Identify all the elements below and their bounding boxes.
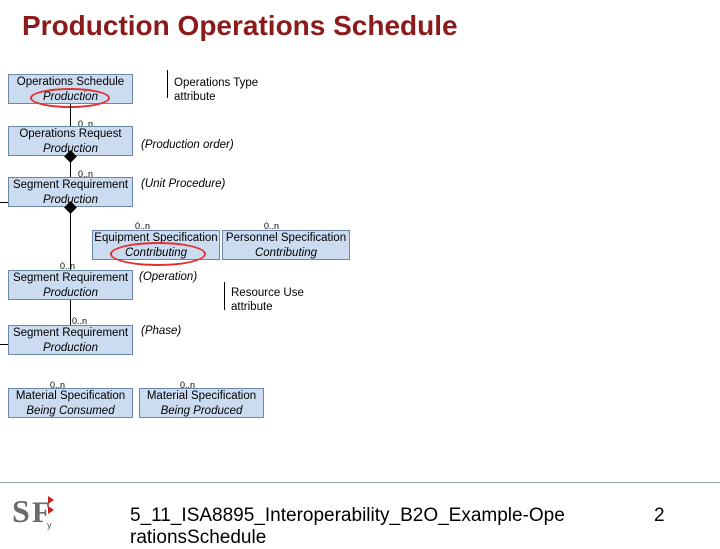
box-type-label: Segment Requirement: [12, 327, 129, 339]
recursion-line: [0, 202, 8, 203]
box-type-label: Operations Schedule: [16, 76, 125, 88]
attribute-bar: [224, 282, 225, 310]
svg-text:F: F: [32, 496, 50, 529]
material-produced-box: Material Specification Being Produced: [139, 388, 264, 418]
box-role-label: Being Produced: [160, 405, 243, 417]
box-type-label: Operations Request: [19, 128, 122, 140]
box-type-label: Personnel Specification: [225, 232, 347, 244]
multiplicity-label: 0..n: [78, 119, 94, 129]
box-type-label: Segment Requirement: [12, 179, 129, 191]
phase-note: (Phase): [141, 325, 182, 337]
multiplicity-label: 0..n: [180, 380, 196, 390]
segment-requirement-box: Segment Requirement Production: [8, 325, 133, 355]
page-number: 2: [654, 505, 665, 526]
recursion-line: [0, 344, 8, 345]
production-order-note: (Production order): [141, 139, 234, 151]
multiplicity-label: 0..n: [78, 169, 94, 179]
footer-title: 5_11_ISA8895_Interoperability_B2O_Exampl…: [130, 505, 565, 548]
multiplicity-label: 0..n: [135, 221, 151, 231]
connector-line: [70, 104, 71, 128]
connector-line: [70, 212, 71, 270]
box-type-label: Equipment Specification: [94, 232, 218, 244]
segment-requirement-box: Segment Requirement Production: [8, 270, 133, 300]
personnel-specification-box: Personnel Specification Contributing: [222, 230, 350, 260]
multiplicity-label: 0..n: [72, 316, 88, 326]
svg-text:y: y: [47, 520, 52, 530]
unit-procedure-note: (Unit Procedure): [141, 178, 226, 190]
multiplicity-label: 0..n: [60, 261, 76, 271]
box-role-label: Production: [43, 194, 98, 206]
box-type-label: Segment Requirement: [12, 272, 129, 284]
attribute-bar: [167, 70, 168, 98]
box-role-label: Contributing: [254, 247, 317, 259]
multiplicity-label: 0..n: [50, 380, 66, 390]
operation-note: (Operation): [139, 271, 198, 283]
material-consumed-box: Material Specification Being Consumed: [8, 388, 133, 418]
box-type-label: Material Specification: [146, 390, 257, 402]
multiplicity-label: 0..n: [264, 221, 280, 231]
operations-type-note: Operations Type attribute: [174, 77, 259, 103]
connector-line: [70, 161, 71, 177]
resource-use-note: Resource Use attribute: [231, 287, 304, 313]
svg-text:S: S: [12, 493, 30, 529]
highlight-oval: [110, 242, 206, 266]
box-role-label: Being Consumed: [26, 405, 115, 417]
footer-divider: [0, 482, 720, 483]
sf-logo-icon: S F y: [10, 490, 56, 530]
box-role-label: Production: [43, 143, 98, 155]
box-type-label: Material Specification: [15, 390, 126, 402]
box-role-label: Production: [43, 342, 98, 354]
segment-requirement-box: Segment Requirement Production: [8, 177, 133, 207]
page-title: Production Operations Schedule: [22, 10, 458, 41]
box-role-label: Production: [43, 287, 98, 299]
connector-line: [70, 300, 71, 325]
